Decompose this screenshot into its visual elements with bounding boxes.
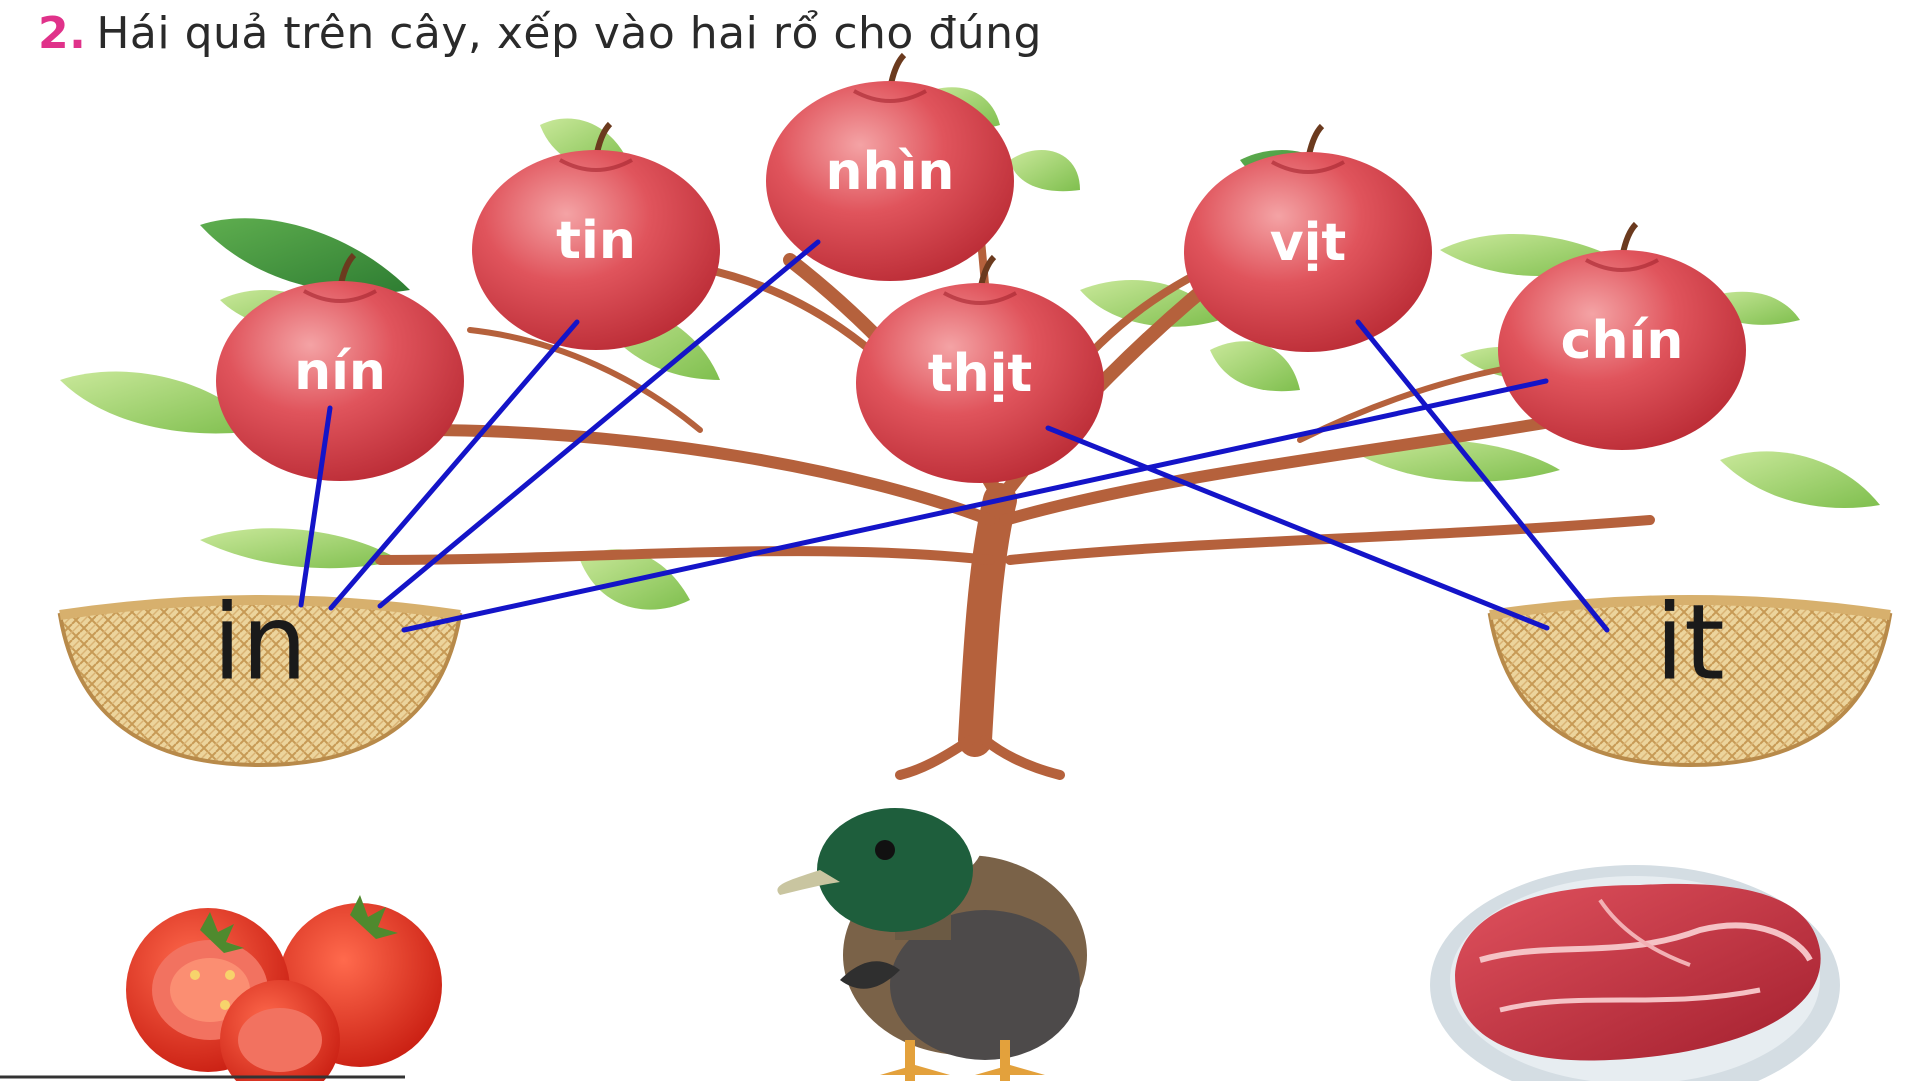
apple-nin[interactable]: nín (216, 255, 464, 481)
apple-vit[interactable]: vịt (1184, 126, 1432, 352)
basket-in[interactable]: in (60, 581, 460, 765)
basket-label: it (1655, 581, 1725, 703)
apple-nhin[interactable]: nhìn (766, 55, 1014, 281)
apple-label: nhìn (826, 142, 955, 202)
apple-label: thịt (928, 344, 1033, 404)
leaf-icon (200, 218, 410, 293)
tomato-image (126, 895, 442, 1081)
apple-label: vịt (1270, 213, 1347, 273)
apple-label: nín (294, 342, 386, 402)
basket-it[interactable]: it (1490, 581, 1890, 765)
duck-image (777, 807, 1087, 1081)
steak-plate-image (1430, 865, 1840, 1081)
leaf-icon (1720, 451, 1880, 508)
leaf-icon (1010, 150, 1080, 191)
apple-thit[interactable]: thịt (856, 257, 1104, 483)
apple-label: tin (556, 211, 636, 271)
basket-label: in (213, 581, 308, 703)
apple-label: chín (1561, 311, 1684, 371)
apple-tin[interactable]: tin (472, 124, 720, 350)
